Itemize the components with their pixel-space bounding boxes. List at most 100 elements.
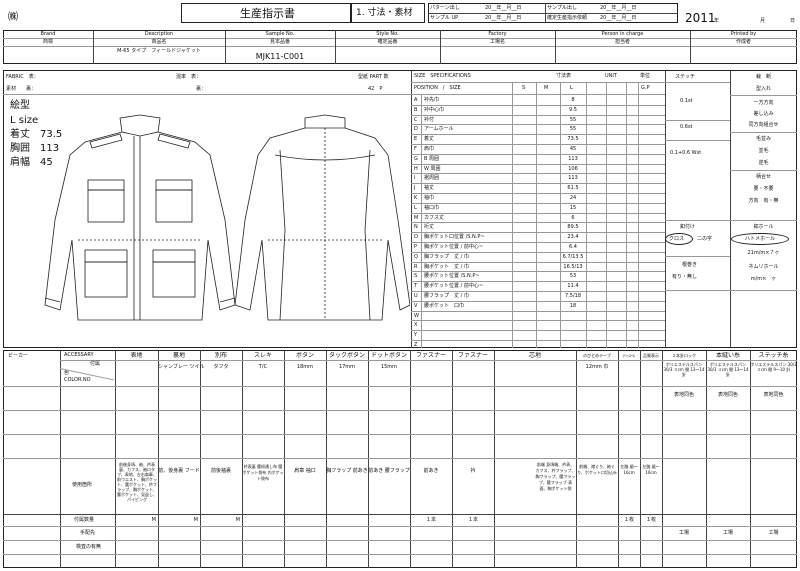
year-value: 2011	[685, 11, 716, 25]
cutting-item-5: 毛並み	[755, 136, 771, 142]
person-en: Person in charge	[601, 31, 644, 37]
style-no-en: Style No.	[376, 31, 399, 37]
size-row-value: 55	[569, 126, 577, 133]
size-l-label: L	[570, 85, 573, 91]
size-row-name: 衿中心巾	[424, 106, 445, 113]
size-row-line	[411, 183, 665, 185]
accessory-header: ボタン	[295, 352, 314, 359]
brand-jp: 商標	[42, 39, 53, 45]
size-row-value: 9.5	[569, 106, 577, 113]
description-en: Description	[144, 31, 174, 37]
size-unit-title: 寸法表	[556, 73, 572, 79]
arrange-2: 工場	[722, 530, 733, 536]
usage-ura: 前、後身裏 フード	[158, 468, 200, 474]
size-row-line	[411, 251, 665, 253]
size-row-code: P	[414, 244, 418, 250]
accessory-header: ファスナー	[415, 352, 446, 359]
size-row-line	[411, 114, 665, 116]
size-row-value: 11.4	[567, 283, 579, 290]
qty-ura: M	[193, 517, 198, 523]
section-label: 1. 寸法・素材	[356, 8, 413, 18]
year-suffix: 年	[714, 18, 720, 24]
size-row-code: F	[414, 146, 417, 152]
size-row-value: 113	[568, 175, 578, 182]
size-unit2-label: 単位	[640, 73, 651, 79]
cutting-item-10: 方向 有・無	[748, 198, 779, 204]
size-row-line	[411, 124, 665, 126]
sketch-shoulder-value: 45	[40, 157, 53, 168]
sample-up-date: 20__年__月__日	[485, 15, 522, 21]
accessory-header: タックボタン	[328, 352, 365, 359]
spec-ura-1: シャンブレー ツイル	[158, 364, 205, 370]
material-label: 素材 裏：	[6, 86, 37, 92]
size-row-code: A	[414, 97, 418, 103]
qty-betsu: M	[235, 517, 240, 523]
size-row-name: 衿付	[424, 116, 435, 123]
size-s-label: S	[522, 85, 526, 91]
size-row-name: 腰ポケット 口巾	[424, 302, 465, 309]
company-mark: ㈱	[8, 12, 18, 23]
attach-label: 付属	[90, 361, 101, 367]
hole-size: 21m/m×７ヶ	[747, 250, 780, 256]
cutting-item-7: 逆毛	[758, 160, 769, 166]
accessory-header: 別布	[214, 352, 227, 359]
factory-jp: 工場名	[489, 39, 505, 45]
size-row-line	[411, 242, 665, 243]
accessory-header: ２本針ロック	[672, 353, 696, 358]
size-row-line	[411, 144, 665, 145]
thread-spec-2: ポリエステルスパン 30/3 ３cm 間 13～14 針	[707, 362, 749, 377]
size-row-name: 着丈	[424, 136, 435, 143]
size-row-value: 23.4	[567, 234, 579, 241]
pattern-date: 20__年__月__日	[485, 5, 522, 11]
size-row-code: I	[414, 175, 416, 182]
qty-zip2: １本	[467, 517, 478, 523]
size-row-value: 6.7/13.5	[562, 253, 584, 260]
spec-dot: 15mm	[380, 364, 398, 370]
fabric-label: FABRIC 表：	[6, 74, 39, 80]
size-row-code: T	[414, 283, 418, 290]
size-row-name: 衿先巾	[424, 97, 440, 103]
size-row-value: 89.5	[567, 224, 579, 231]
usage-tack: 胸フラップ 前あき	[326, 468, 368, 474]
part-value: 42 P	[368, 86, 383, 92]
size-row-value: 15	[569, 204, 577, 211]
size-row-code: U	[414, 293, 418, 299]
size-row-code: Q	[414, 253, 418, 260]
color-label: 色	[64, 370, 70, 376]
stitch-title: ステッチ	[675, 74, 696, 80]
size-row-value: 8	[571, 97, 575, 103]
confirm-date: 20__年__月__日	[600, 15, 637, 21]
size-row-line	[411, 291, 665, 292]
sample-no-jp: 見本品番	[269, 39, 290, 45]
size-row-name: 腰ポケット位置 /S.N.P~	[424, 273, 480, 280]
size-row-name: 胸ポケット位置 / 前中心~	[424, 244, 484, 250]
size-row-value: 73.5	[567, 136, 579, 143]
button-hole-title: 釦ホール	[753, 224, 774, 230]
same-color-3: 表地同色	[763, 392, 784, 398]
size-row-line	[411, 153, 665, 155]
size-row-line	[411, 281, 665, 283]
size-row-code: V	[414, 302, 418, 309]
size-row-line	[411, 173, 665, 175]
size-row-line	[411, 261, 665, 263]
title-box	[181, 3, 351, 23]
usage-label1: 左脇 裾～ 16cm	[620, 464, 638, 475]
pattern-label: パターン出し	[430, 5, 460, 11]
size-m-label: M	[544, 85, 549, 91]
qty-label2: １枚	[645, 517, 656, 523]
size-row-line	[411, 300, 665, 302]
sketch-length-value: 73.5	[40, 129, 63, 140]
size-row-line	[411, 310, 665, 312]
cutting-title: 裁 断	[755, 74, 771, 80]
size-row-line	[411, 320, 665, 322]
size-row-value: 16.5/13	[563, 263, 583, 270]
size-unit-label: UNIT	[605, 73, 617, 79]
usage-sureki: 衿表裏 腰紐通し布 腰ポケット袋布 内ポケット袋布	[242, 464, 284, 481]
usage-omote: 前後身頃、袖、衿表裏、カフス、袖口タブ、表地、左右肩章、前ウエスト、胸ポケット、…	[117, 462, 157, 502]
accessory-header: 裏地	[172, 352, 185, 359]
description-jp: 商品名	[151, 39, 167, 45]
size-row-line	[411, 222, 665, 224]
size-row-name: カフス丈	[424, 214, 445, 221]
description-value: M-65 タイプ フィールドジャケット	[117, 48, 201, 54]
thread-spec-1: ポリエステルスパン 30/3 ３cm 間 13～14 針	[663, 362, 705, 377]
